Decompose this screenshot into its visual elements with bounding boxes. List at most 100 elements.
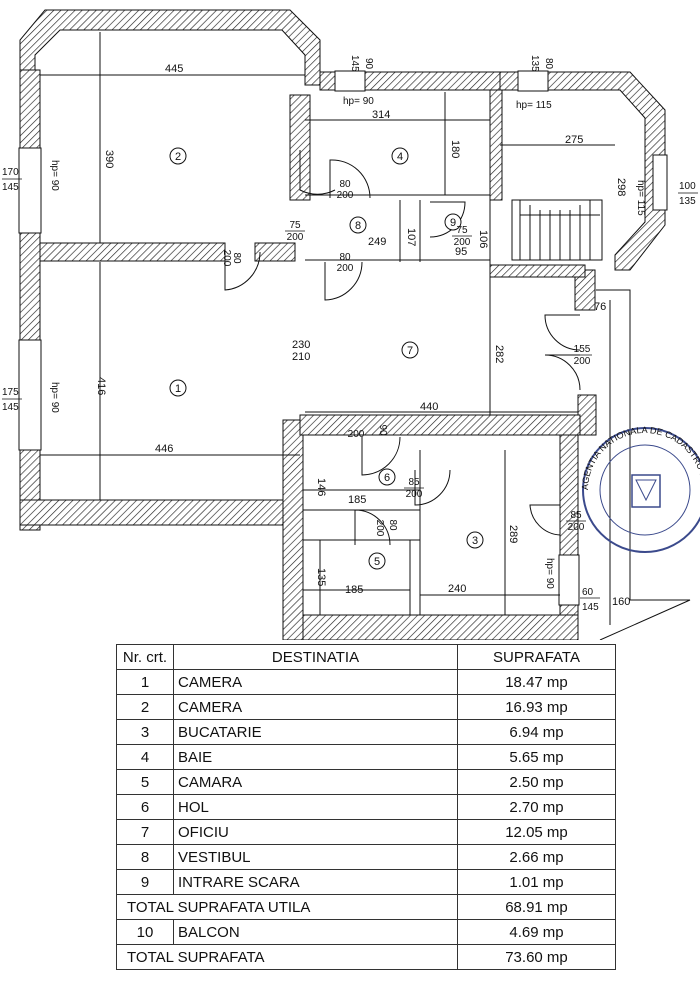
window-label-135-right: 135 bbox=[679, 196, 696, 207]
window-label-145: 145 bbox=[349, 55, 360, 72]
door-label-80-b: 80 bbox=[339, 179, 351, 190]
row-destinatia: INTRARE SCARA bbox=[173, 869, 458, 895]
dim-440: 440 bbox=[420, 401, 438, 413]
row-destinatia: BAIE bbox=[173, 744, 458, 770]
window-labels: 90 145 80 135 170 145 100 135 175 145 60… bbox=[2, 55, 698, 613]
dim-76: 76 bbox=[594, 301, 606, 313]
total-utila-value: 68.91 mp bbox=[457, 894, 616, 920]
sill-hp90-right: hp= 90 bbox=[544, 558, 555, 589]
door-label-200-b: 200 bbox=[337, 190, 354, 201]
dimension-labels: 445 390 416 446 314 180 275 298 249 107 … bbox=[95, 63, 630, 608]
table-row: 1 CAMERA 18.47 mp bbox=[116, 669, 616, 695]
table-row: 2 CAMERA 16.93 mp bbox=[116, 694, 616, 720]
door-label-200-h: 200 bbox=[406, 489, 423, 500]
dim-180: 180 bbox=[449, 140, 461, 158]
room-number-3: 3 bbox=[472, 535, 478, 547]
row-nr: 7 bbox=[116, 819, 174, 845]
table-row: 6 HOL 2.70 mp bbox=[116, 794, 616, 820]
dim-314: 314 bbox=[372, 109, 390, 121]
door-label-75-b: 75 bbox=[456, 225, 468, 236]
row-destinatia: OFICIU bbox=[173, 819, 458, 845]
dim-185-lower: 185 bbox=[345, 584, 363, 596]
window-label-145-left: 145 bbox=[2, 182, 19, 193]
window-label-145-left2: 145 bbox=[2, 402, 19, 413]
door-label-75-a: 75 bbox=[289, 220, 301, 231]
table-row: 10 BALCON 4.69 mp bbox=[116, 919, 616, 945]
door-label-80-d: 80 bbox=[387, 519, 398, 531]
row-nr: 5 bbox=[116, 769, 174, 795]
room-numbers: 1 2 3 4 5 6 7 8 9 bbox=[175, 151, 478, 568]
dim-390: 390 bbox=[103, 150, 115, 168]
window-label-170: 170 bbox=[2, 167, 19, 178]
row-destinatia: CAMERA bbox=[173, 669, 458, 695]
dim-230: 230 bbox=[292, 339, 310, 351]
row-suprafata: 4.69 mp bbox=[457, 919, 616, 945]
sill-hp90-left2: hp= 90 bbox=[49, 382, 60, 413]
room-number-8: 8 bbox=[355, 220, 361, 232]
header-destinatia: DESTINATIA bbox=[173, 644, 458, 670]
dim-210: 210 bbox=[292, 351, 310, 363]
sill-hp90-top: hp= 90 bbox=[343, 96, 374, 107]
table-row: 5 CAMARA 2.50 mp bbox=[116, 769, 616, 795]
row-nr: 10 bbox=[116, 919, 174, 945]
table-row: 8 VESTIBUL 2.66 mp bbox=[116, 844, 616, 870]
dim-282: 282 bbox=[493, 345, 505, 363]
window-label-90: 90 bbox=[363, 58, 374, 70]
door-label-200-e: 200 bbox=[454, 237, 471, 248]
total-label: TOTAL SUPRAFATA bbox=[116, 944, 458, 970]
door-labels: 80 200 80 200 75 200 80 200 75 200 155 2… bbox=[221, 179, 592, 537]
dim-445: 445 bbox=[165, 63, 183, 75]
row-nr: 3 bbox=[116, 719, 174, 745]
room-markers bbox=[169, 147, 484, 570]
table-row: 9 INTRARE SCARA 1.01 mp bbox=[116, 869, 616, 895]
door-label-200-j: 200 bbox=[568, 522, 585, 533]
row-destinatia: CAMERA bbox=[173, 694, 458, 720]
row-nr: 1 bbox=[116, 669, 174, 695]
row-destinatia: VESTIBUL bbox=[173, 844, 458, 870]
room-number-5: 5 bbox=[374, 556, 380, 568]
door-label-200-f: 200 bbox=[574, 356, 591, 367]
dim-107: 107 bbox=[405, 228, 417, 246]
dim-106: 106 bbox=[477, 230, 489, 248]
dim-249: 249 bbox=[368, 236, 386, 248]
dim-416: 416 bbox=[95, 377, 107, 395]
dim-95: 95 bbox=[455, 246, 467, 258]
interior-lines bbox=[40, 32, 691, 640]
door-label-90: 90 bbox=[377, 424, 388, 436]
door-label-85-a: 85 bbox=[408, 477, 420, 488]
header-suprafata: SUPRAFATA bbox=[457, 644, 616, 670]
window-label-175: 175 bbox=[2, 387, 19, 398]
row-suprafata: 2.50 mp bbox=[457, 769, 616, 795]
windows bbox=[18, 70, 668, 606]
row-suprafata: 18.47 mp bbox=[457, 669, 616, 695]
row-nr: 4 bbox=[116, 744, 174, 770]
row-nr: 9 bbox=[116, 869, 174, 895]
window-label-100: 100 bbox=[679, 181, 696, 192]
floor-plan: 1 2 3 4 5 6 7 8 9 445 390 416 446 314 18… bbox=[0, 0, 700, 640]
window-label-135: 135 bbox=[529, 55, 540, 72]
row-suprafata: 12.05 mp bbox=[457, 819, 616, 845]
table-row: 3 BUCATARIE 6.94 mp bbox=[116, 719, 616, 745]
total-value: 73.60 mp bbox=[457, 944, 616, 970]
row-destinatia: HOL bbox=[173, 794, 458, 820]
door-label-200-c: 200 bbox=[287, 232, 304, 243]
room-number-4: 4 bbox=[397, 151, 403, 163]
row-suprafata: 2.66 mp bbox=[457, 844, 616, 870]
dim-446: 446 bbox=[155, 443, 173, 455]
dim-135: 135 bbox=[315, 568, 327, 586]
room-number-2: 2 bbox=[175, 151, 181, 163]
dim-289: 289 bbox=[507, 525, 519, 543]
door-label-200-d: 200 bbox=[337, 263, 354, 274]
total-utila-label: TOTAL SUPRAFATA UTILA bbox=[116, 894, 458, 920]
door-label-200-g: 200 bbox=[348, 429, 365, 440]
row-suprafata: 1.01 mp bbox=[457, 869, 616, 895]
sill-hp115-top: hp= 115 bbox=[516, 100, 552, 111]
row-suprafata: 5.65 mp bbox=[457, 744, 616, 770]
table-row: 7 OFICIU 12.05 mp bbox=[116, 819, 616, 845]
row-nr: 8 bbox=[116, 844, 174, 870]
window-label-145-bottom: 145 bbox=[582, 602, 599, 613]
row-nr: 6 bbox=[116, 794, 174, 820]
window-label-60: 60 bbox=[582, 587, 594, 598]
staircase bbox=[511, 199, 603, 261]
window-label-80: 80 bbox=[543, 58, 554, 70]
